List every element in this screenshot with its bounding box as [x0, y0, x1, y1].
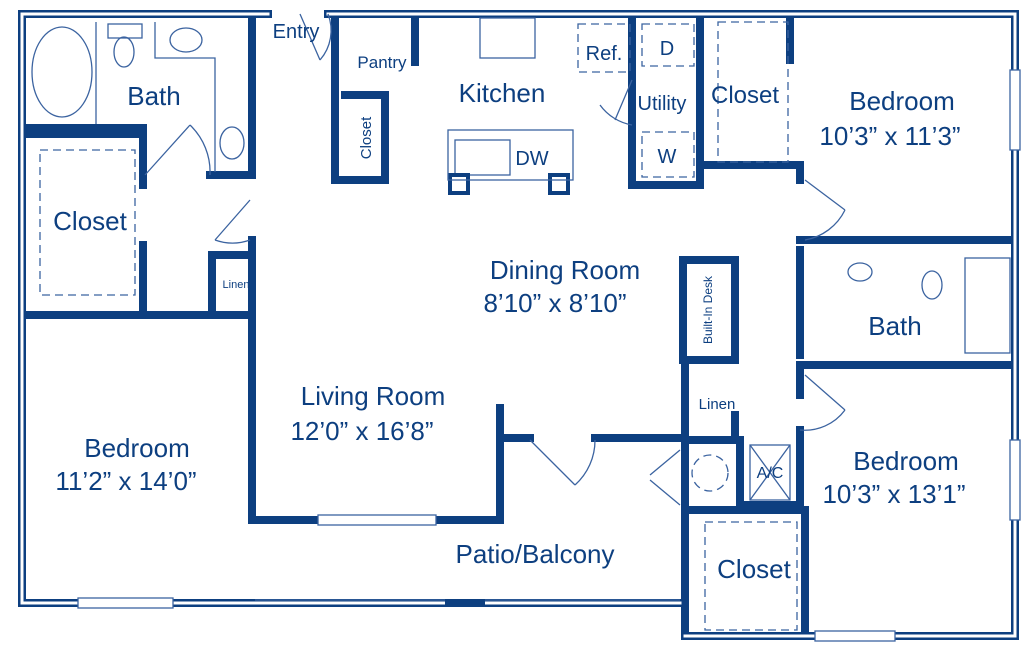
bathtub-icon [964, 257, 1011, 354]
sink-double-icon [454, 139, 511, 176]
room-label-bath: Bath [127, 81, 181, 111]
room-label-patio: Patio/Balcony [456, 539, 615, 569]
room-label-living: Living Room [301, 381, 446, 411]
room-label-bedroom: Bedroom [849, 86, 955, 116]
room-label-closet: Closet [711, 82, 779, 109]
room-label-kitchen: Kitchen [459, 78, 546, 108]
ref-label: Ref. [586, 43, 623, 65]
room-size: 10’3” x 11’3” [819, 121, 960, 151]
toilet-icon [113, 36, 135, 68]
room-size: 8’10” x 8’10” [483, 288, 626, 318]
bathtub-icon [31, 26, 93, 118]
toilet-icon [921, 270, 943, 300]
room-label-closet: Closet [358, 116, 375, 159]
room-label-closet: Closet [53, 206, 127, 236]
sink-icon [169, 27, 203, 53]
fixtures [31, 17, 1011, 631]
ac-label: A/C [757, 465, 784, 482]
room-size: 12’0” x 16’8” [290, 416, 433, 446]
room-label-bath: Bath [868, 311, 922, 341]
dishwasher-label: DW [515, 148, 548, 170]
room-label-entry: Entry [273, 21, 320, 43]
sink-icon [219, 126, 245, 160]
room-label-linen: Linen [699, 396, 736, 413]
room-label-dining: Dining Room [490, 255, 640, 285]
window [1009, 69, 1021, 151]
room-label-utility: Utility [638, 93, 687, 115]
window [814, 630, 896, 642]
room-label-pantry: Pantry [357, 53, 407, 72]
room-label-linen: Linen [223, 279, 250, 291]
window [1009, 439, 1021, 521]
window [317, 514, 437, 526]
room-label-bedroom: Bedroom [853, 446, 959, 476]
window [77, 597, 174, 609]
sink-icon [847, 262, 873, 282]
dryer-label: D [660, 38, 674, 60]
room-size: 10’3” x 13’1” [822, 479, 965, 509]
washer-label: W [658, 146, 677, 168]
door-swings [144, 13, 846, 506]
built-in-desk-label: Built-In Desk [701, 275, 715, 344]
room-label-closet: Closet [717, 554, 791, 584]
room-size: 11’2” x 14’0” [55, 466, 196, 496]
room-label-bedroom: Bedroom [84, 433, 190, 463]
